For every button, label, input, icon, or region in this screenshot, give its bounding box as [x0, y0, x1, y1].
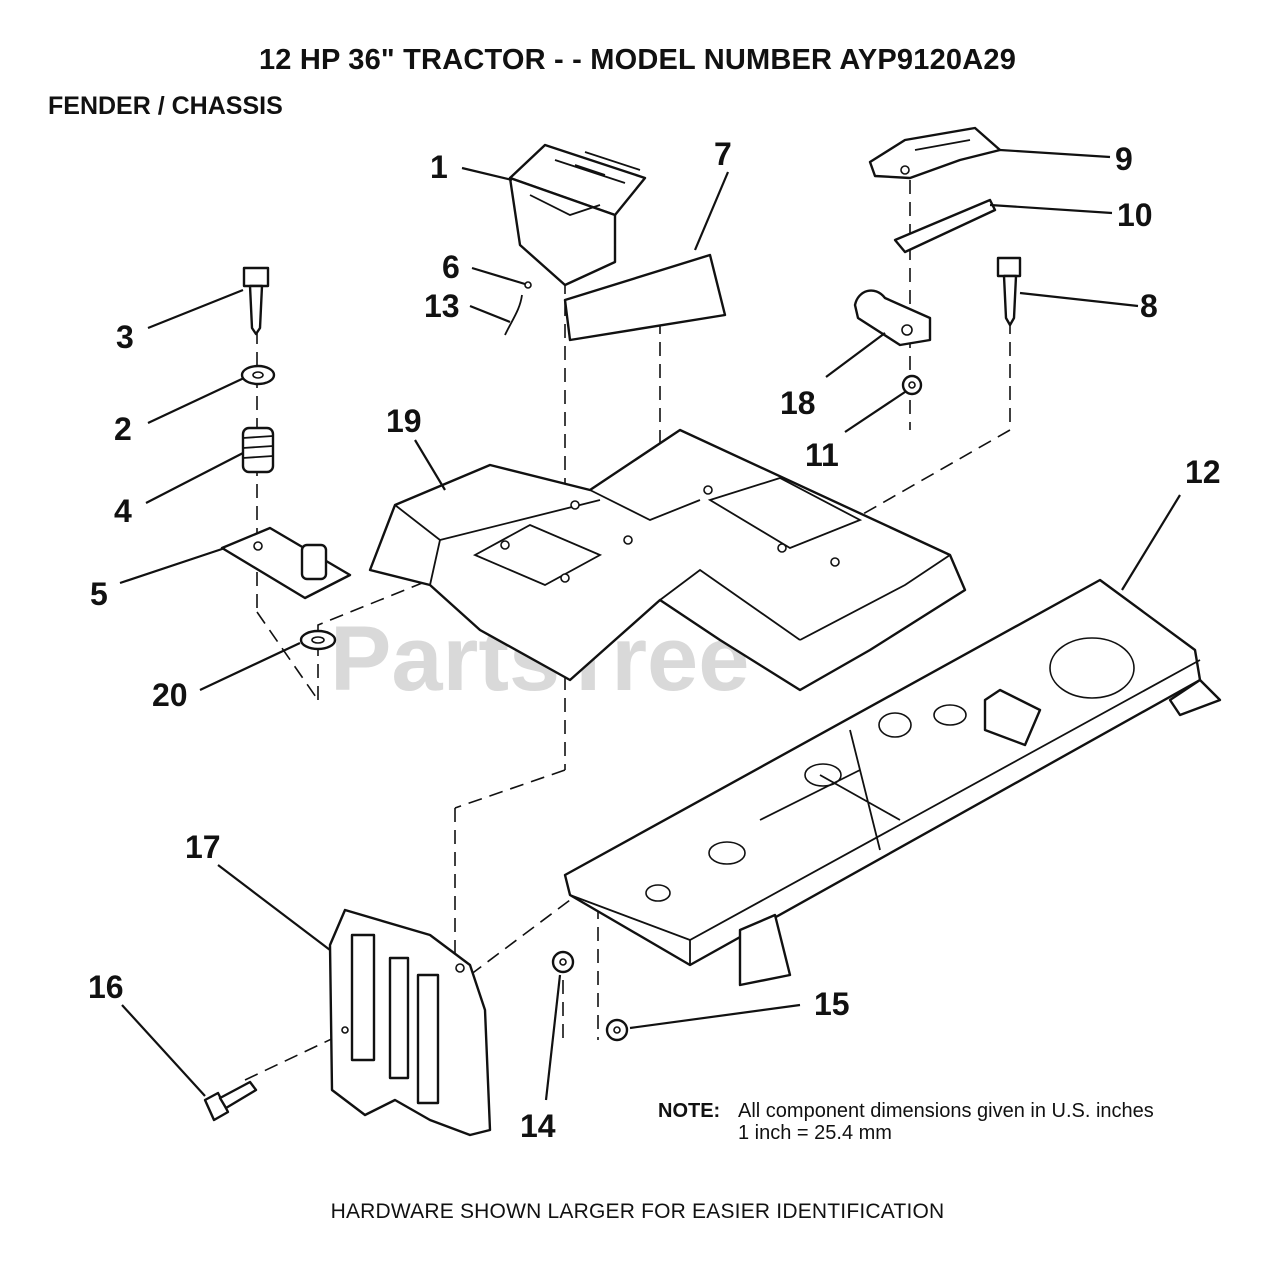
- part-label-7: 7: [714, 136, 732, 172]
- part-3-bolt: [242, 266, 270, 336]
- diagram-title: 12 HP 36" TRACTOR - - MODEL NUMBER AYP91…: [258, 44, 1017, 76]
- part-label-14: 14: [520, 1108, 556, 1144]
- part-17-bracket: [328, 908, 492, 1137]
- part-12-chassis-frame: [563, 578, 1222, 987]
- part-label-15: 15: [814, 986, 850, 1022]
- part-label-4: 4: [114, 493, 132, 529]
- part-label-5: 5: [90, 576, 108, 612]
- part-labels: 1 2 3 4 5 6 7 8 9 10 11 12 13 14 15 16 1…: [88, 136, 1221, 1144]
- part-16-bolt: [203, 1080, 258, 1122]
- part-9-bracket: [868, 126, 1002, 180]
- part-11-nut: [901, 374, 923, 396]
- part-7-decal: [563, 253, 727, 342]
- dimension-note: NOTE: All component dimensions given in U…: [658, 1100, 1154, 1144]
- part-label-11: 11: [805, 437, 839, 473]
- part-10-plate: [893, 198, 997, 254]
- part-6-part-13: [504, 281, 532, 336]
- leader-lines: [119, 148, 1181, 1101]
- section-subtitle: FENDER / CHASSIS: [48, 92, 283, 120]
- part-label-2: 2: [114, 411, 132, 447]
- note-label: NOTE:: [658, 1100, 721, 1122]
- part-label-3: 3: [116, 319, 134, 355]
- part-18-clamp: [853, 289, 932, 347]
- part-label-13: 13: [424, 288, 460, 324]
- part-4-spring: [241, 426, 275, 474]
- part-1-storage-tray: [508, 143, 647, 287]
- part-label-12: 12: [1185, 454, 1221, 490]
- part-label-18: 18: [780, 385, 816, 421]
- part-label-8: 8: [1140, 288, 1158, 324]
- part-label-9: 9: [1115, 141, 1133, 177]
- part-8-bolt: [996, 256, 1022, 327]
- part-label-1: 1: [430, 149, 448, 185]
- part-label-10: 10: [1117, 197, 1153, 233]
- part-5-plate: [220, 526, 352, 600]
- part-label-17: 17: [185, 829, 221, 865]
- part-label-16: 16: [88, 969, 124, 1005]
- part-2-washer: [240, 364, 276, 386]
- part-15-nut: [605, 1018, 629, 1042]
- part-label-6: 6: [442, 249, 460, 285]
- part-label-19: 19: [386, 403, 422, 439]
- hardware-footer: HARDWARE SHOWN LARGER FOR EASIER IDENTIF…: [330, 1200, 945, 1223]
- part-20-washer: [299, 629, 337, 651]
- part-19-fender: [368, 428, 967, 692]
- part-14-nut: [551, 950, 575, 974]
- note-line-2: 1 inch = 25.4 mm: [738, 1122, 892, 1144]
- part-label-20: 20: [152, 677, 188, 713]
- note-line-1: All component dimensions given in U.S. i…: [738, 1100, 1154, 1122]
